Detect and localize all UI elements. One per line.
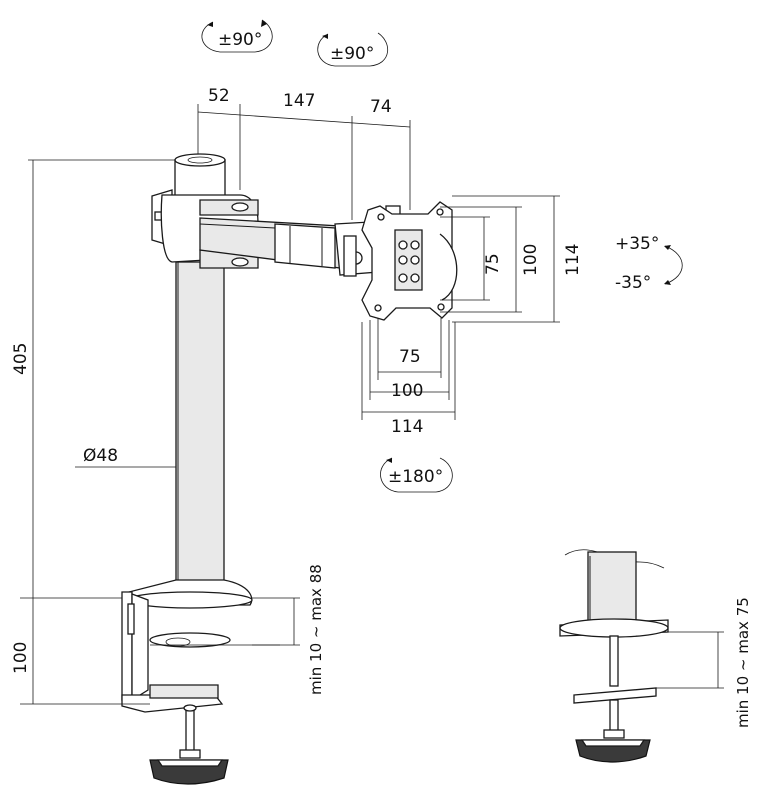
- vesa-h-100: 100: [391, 381, 423, 401]
- vesa-horizontal-dims: 75 100 114: [361, 318, 456, 437]
- vesa-h-114: 114: [391, 417, 423, 437]
- vesa-v-114: 114: [563, 244, 583, 276]
- vesa-vertical-dims: 75 100 114: [440, 195, 583, 323]
- clamp-range-label: min 10 ~ max 88: [307, 564, 325, 695]
- arm: [199, 217, 341, 269]
- rotation-indicator-bottom: ±180°: [380, 457, 453, 493]
- vesa-v-75: 75: [483, 253, 503, 275]
- grommet-range-label: min 10 ~ max 75: [734, 597, 752, 728]
- arm-dim-147: 147: [283, 91, 315, 111]
- arm-dimension: 52 147 74: [197, 86, 411, 220]
- rotation-indicator-top-left: ±90°: [201, 19, 273, 53]
- rotation-label-bottom: ±180°: [388, 467, 443, 487]
- arm-dim-52: 52: [208, 86, 230, 106]
- height-dimension: 405: [11, 159, 180, 599]
- rotation-indicator-tilt: +35° -35°: [615, 234, 683, 293]
- vesa-plate: [361, 201, 458, 321]
- rotation-label-top-right: ±90°: [330, 44, 374, 64]
- rotation-label-top-left: ±90°: [218, 30, 262, 50]
- rotation-indicator-top-right: ±90°: [317, 32, 388, 67]
- pole: [175, 261, 225, 601]
- clamp-dim-100: 100: [11, 642, 31, 674]
- tilt-up-label: +35°: [615, 234, 659, 254]
- desk-clamp: [121, 579, 280, 785]
- tilt-down-label: -35°: [615, 273, 651, 293]
- arm-dim-74: 74: [370, 97, 392, 117]
- clamp-dimensions: 100 min 10 ~ max 88: [11, 564, 325, 705]
- vesa-h-75: 75: [399, 347, 421, 367]
- grommet-mount: min 10 ~ max 75: [559, 549, 752, 763]
- height-dim-405: 405: [11, 343, 31, 375]
- vesa-v-100: 100: [521, 244, 541, 276]
- diameter-label: Ø48: [83, 446, 118, 466]
